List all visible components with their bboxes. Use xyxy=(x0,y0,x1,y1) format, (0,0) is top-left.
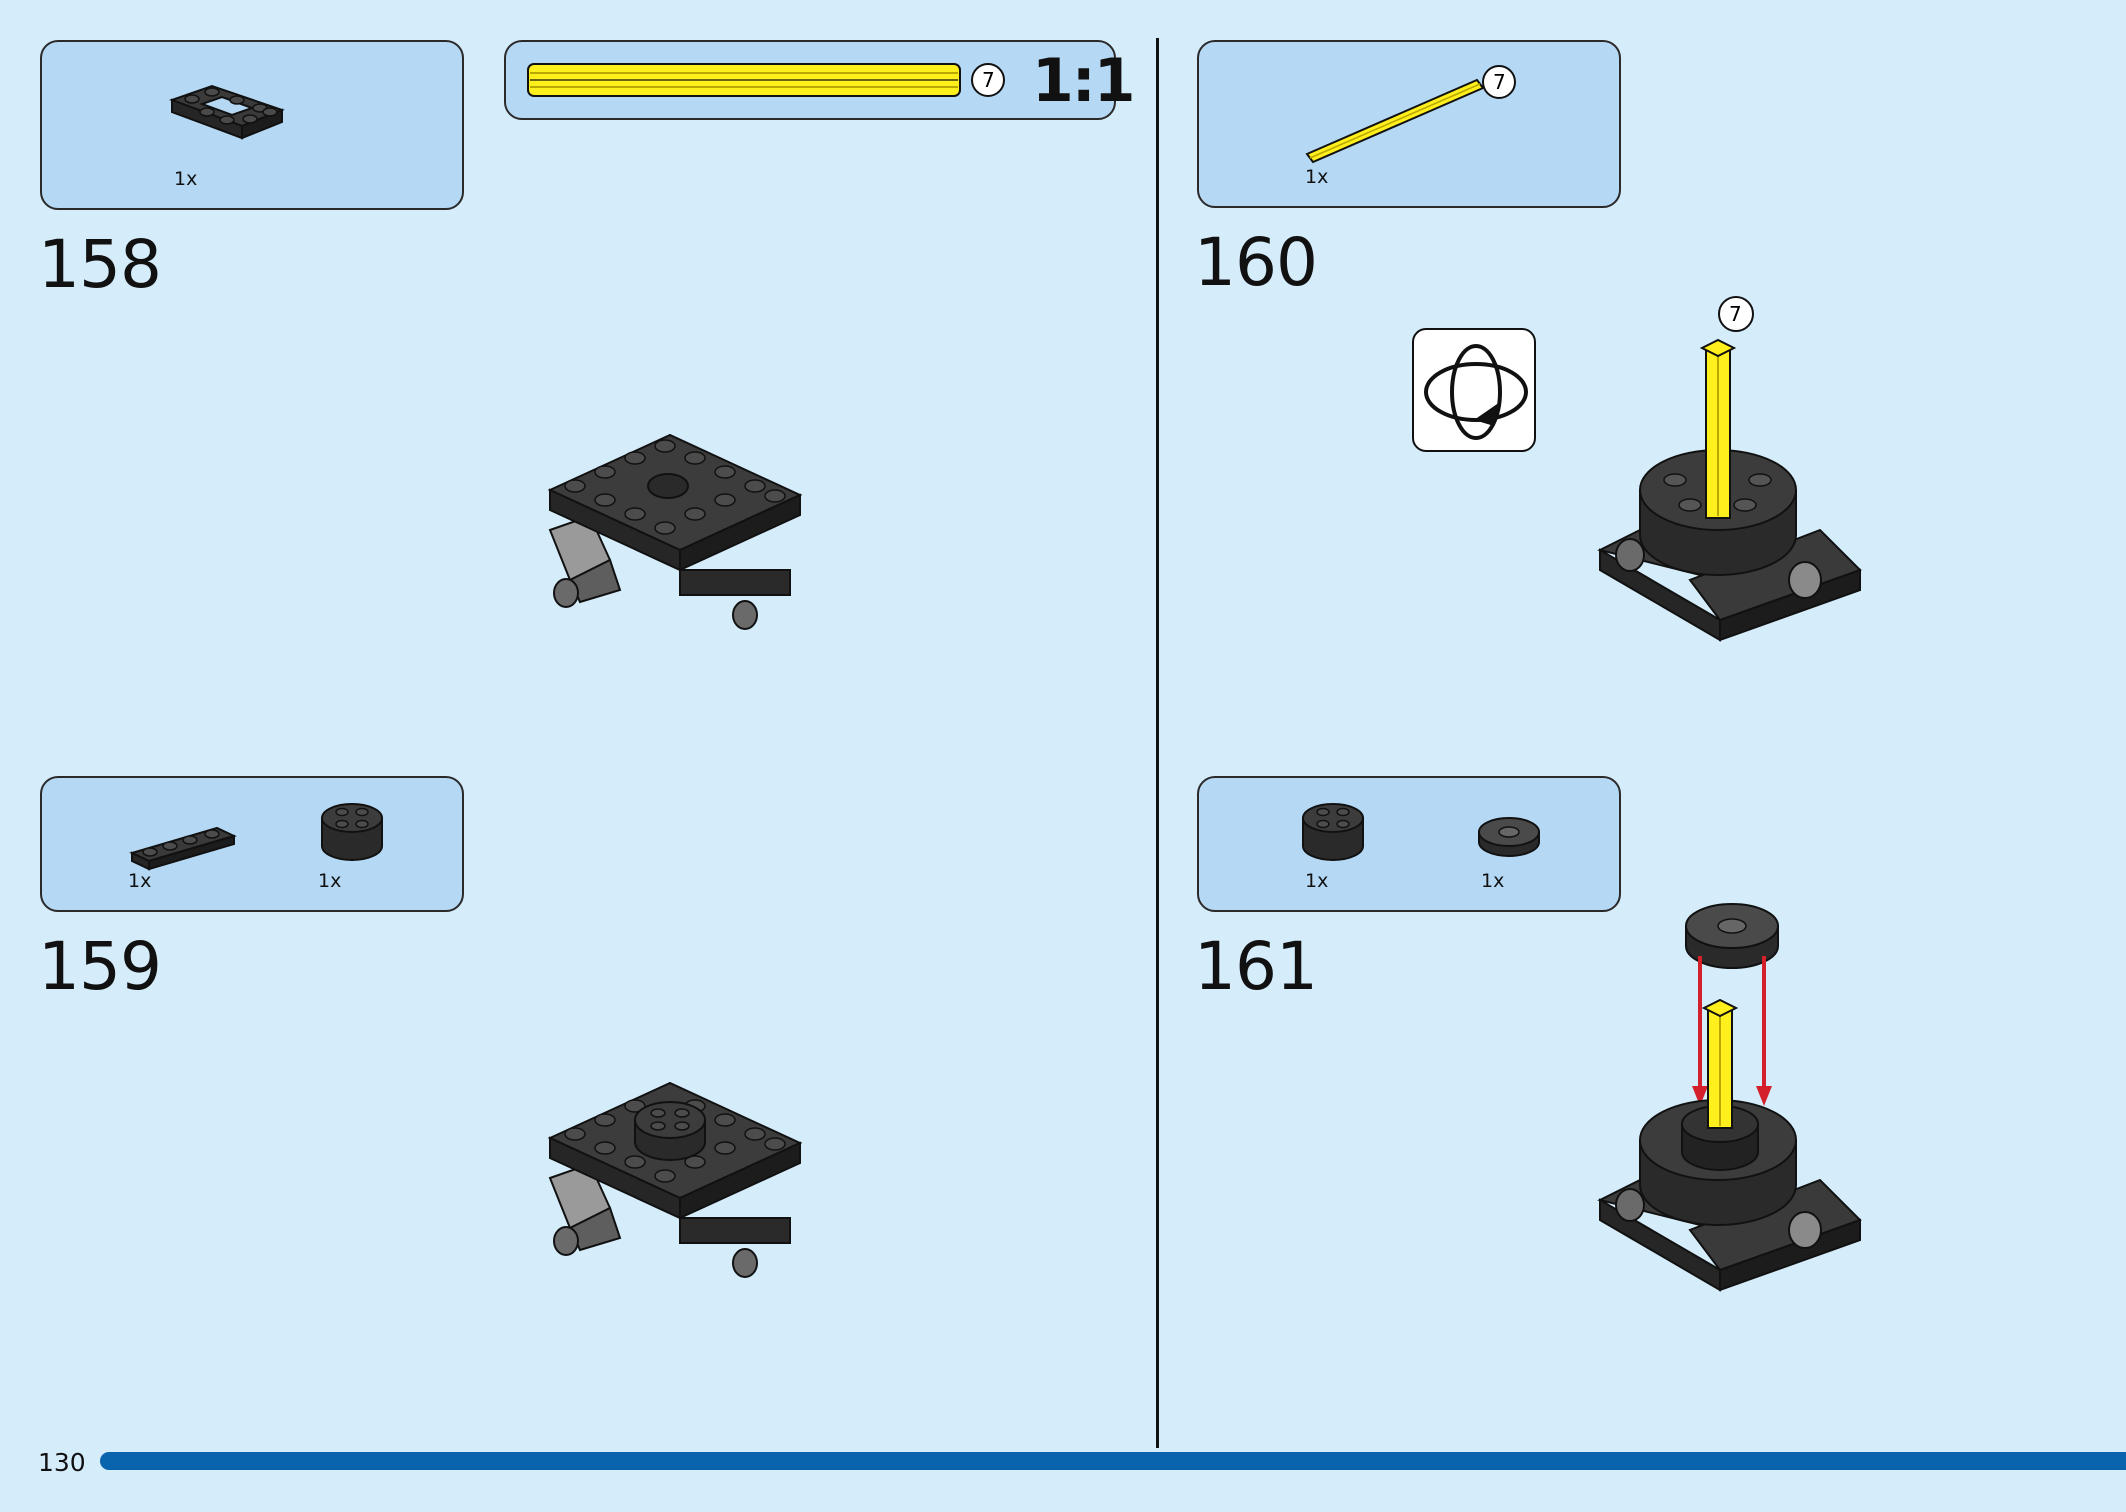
parts-box-step-160: 7 1x xyxy=(1197,40,1621,208)
page-progress-bar xyxy=(100,1452,2126,1470)
model-step-160-illustration xyxy=(1597,338,1862,642)
part-quantity: 1x xyxy=(1481,870,1505,892)
page-divider xyxy=(1156,38,1159,1448)
part-quantity: 1x xyxy=(318,870,342,892)
callout-number: 7 xyxy=(1729,302,1742,326)
round-plate-2x2-icon xyxy=(1478,817,1540,857)
round-brick-2x2-icon xyxy=(321,803,383,861)
model-step-158-illustration xyxy=(547,433,803,630)
part-quantity: 1x xyxy=(128,870,152,892)
page-number: 130 xyxy=(38,1448,86,1477)
parts-box-step-159: 1x 1x xyxy=(40,776,464,912)
axle-length-callout: 7 xyxy=(1493,70,1506,94)
scale-box: 7 1:1 xyxy=(504,40,1135,120)
scale-ratio: 1:1 xyxy=(1032,46,1135,116)
step-number: 158 xyxy=(38,226,162,303)
step-number: 161 xyxy=(1194,928,1318,1005)
axle-length-callout: 7 xyxy=(982,68,995,92)
part-quantity: 1x xyxy=(1305,870,1329,892)
parts-box-step-161: 1x 1x xyxy=(1197,776,1621,912)
part-quantity: 1x xyxy=(1305,166,1329,188)
step-number: 160 xyxy=(1194,224,1318,301)
plate-4x4-open-center-icon xyxy=(169,84,285,140)
yellow-axle-icon xyxy=(1305,65,1516,164)
rotate-model-icon xyxy=(1412,328,1536,452)
round-brick-2x2-icon xyxy=(1302,803,1364,861)
model-step-159-illustration xyxy=(547,1081,803,1278)
step-number: 159 xyxy=(38,928,162,1005)
plate-1x4-icon xyxy=(129,826,237,871)
yellow-axle-icon xyxy=(527,63,1005,97)
parts-box-step-158: 1x xyxy=(40,40,464,210)
part-quantity: 1x xyxy=(174,168,198,190)
model-step-161-illustration xyxy=(1597,903,1862,1292)
callout-circle xyxy=(1718,296,1754,332)
